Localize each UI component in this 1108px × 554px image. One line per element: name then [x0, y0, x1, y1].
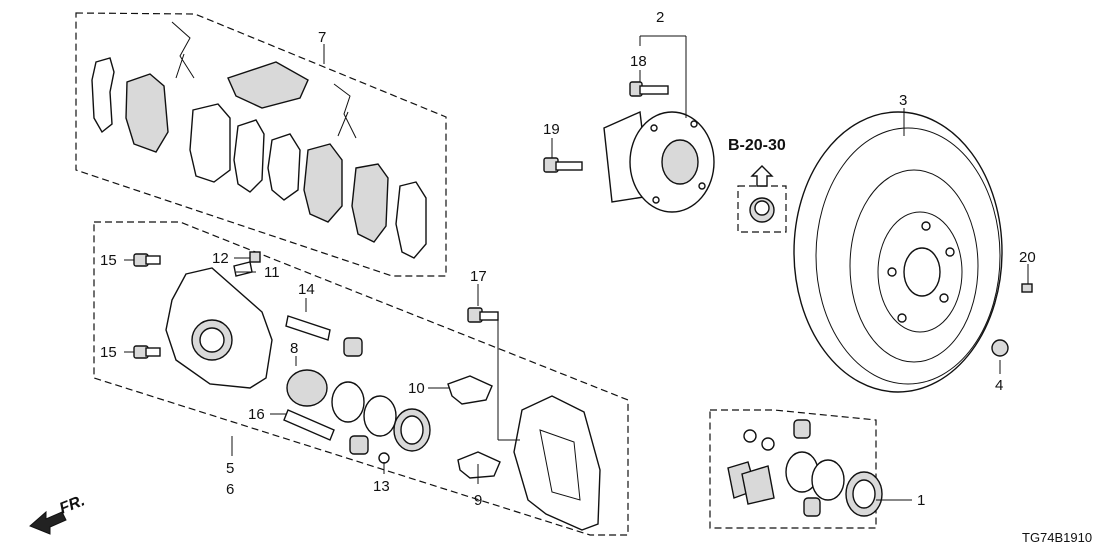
callout-15-lower: 15 — [100, 344, 117, 361]
piston-and-seals — [286, 369, 431, 452]
callout-14: 14 — [298, 281, 315, 298]
callout-2: 2 — [656, 9, 664, 26]
bracket-bolt — [467, 307, 499, 323]
callout-4: 4 — [995, 377, 1003, 394]
reference-nut — [749, 197, 775, 223]
diagram-code: TG74B1910 — [1022, 530, 1092, 545]
callout-10: 10 — [408, 380, 425, 397]
caliper-bracket — [513, 395, 601, 531]
callout-1: 1 — [917, 492, 925, 509]
callout-19: 19 — [543, 121, 560, 138]
callout-15-upper: 15 — [100, 252, 117, 269]
callout-16: 16 — [248, 406, 265, 423]
callout-11: 11 — [264, 264, 280, 281]
reference-code: B-20-30 — [728, 137, 786, 154]
leader-lines — [124, 35, 1029, 501]
callout-3: 3 — [899, 92, 907, 109]
callout-13: 13 — [373, 478, 390, 495]
front-label: FR. — [57, 492, 87, 517]
caliper-body — [165, 267, 273, 389]
callout-5: 5 — [226, 460, 234, 477]
hub-bearing-assembly — [603, 110, 715, 213]
brake-disc — [793, 111, 1003, 393]
callout-12: 12 — [212, 250, 229, 267]
pad-retainer-clips — [447, 375, 501, 479]
callout-17: 17 — [470, 268, 487, 285]
front-arrow-icon — [29, 510, 67, 535]
callout-18: 18 — [630, 53, 647, 70]
disc-screw — [1021, 283, 1033, 293]
callout-8: 8 — [290, 340, 298, 357]
callout-20: 20 — [1019, 249, 1036, 266]
callout-7: 7 — [318, 29, 326, 46]
brake-pad-group-frame — [75, 12, 447, 277]
hub-bolt — [629, 81, 669, 97]
disc-nut — [991, 339, 1009, 357]
seal-kit-frame — [709, 409, 877, 529]
guide-pins — [283, 315, 390, 464]
callout-6: 6 — [226, 481, 234, 498]
hub-mounting-bolt — [543, 157, 583, 173]
seal-kit — [727, 419, 883, 517]
callout-9: 9 — [474, 492, 482, 509]
front-direction-indicator: FR. — [29, 492, 87, 535]
reference-arrow-up — [750, 165, 774, 187]
brake-pad-set — [91, 21, 427, 259]
